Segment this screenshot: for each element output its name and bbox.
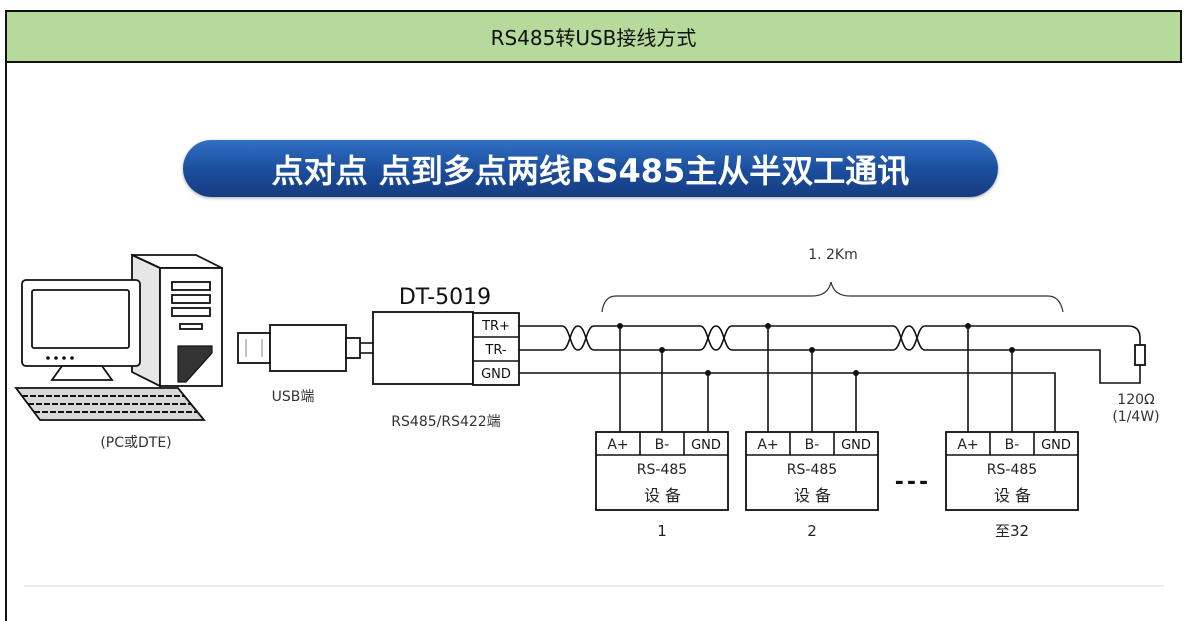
resistor-icon xyxy=(1134,344,1146,366)
device-2-terminal-b-minus: B- xyxy=(805,437,820,453)
device-3-terminal-a-plus: A+ xyxy=(957,437,978,453)
converter-model: DT-5019 xyxy=(399,285,491,310)
usb-port-label: USB端 xyxy=(272,389,315,405)
terminator-value: 120Ω xyxy=(1117,392,1155,408)
banner-text: 点对点 点到多点两线RS485主从半双工通讯 xyxy=(271,151,910,190)
device-1-terminal-gnd: GND xyxy=(691,438,721,453)
device-drop-lines xyxy=(619,326,1013,432)
device-1-terminal-b-minus: B- xyxy=(655,437,670,453)
gnd-bus xyxy=(519,372,1056,432)
tr-plus-bus xyxy=(519,325,1141,345)
device-1-name: 设备 xyxy=(644,486,686,505)
device-1-index: 1 xyxy=(657,522,667,540)
converter-terminal-tr-plus: TR+ xyxy=(481,319,510,334)
tr-minus-bus xyxy=(519,349,1141,384)
device-2-index: 2 xyxy=(807,522,817,540)
device-2-name: 设备 xyxy=(794,486,836,505)
usb-plug-icon xyxy=(237,324,373,372)
cable-length-label: 1. 2Km xyxy=(808,247,858,263)
more-devices-ellipsis: --- xyxy=(895,470,931,495)
converter-terminal-gnd: GND xyxy=(481,367,511,382)
device-2-type: RS-485 xyxy=(787,462,837,478)
terminator-rating: (1/4W) xyxy=(1112,409,1159,425)
device-3-terminal-gnd: GND xyxy=(1041,438,1071,453)
twisted-pair-markers xyxy=(561,325,926,351)
converter-terminal-tr-minus: TR- xyxy=(484,343,506,358)
page-title: RS485转USB接线方式 xyxy=(490,26,697,50)
device-3-index: 至32 xyxy=(995,522,1029,540)
title-bar: RS485转USB接线方式 xyxy=(5,10,1182,63)
converter-dt5019: TR+ TR- GND xyxy=(372,311,520,386)
junction-dots xyxy=(617,323,1015,376)
topology-banner: 点对点 点到多点两线RS485主从半双工通讯 xyxy=(183,140,998,197)
rs485-device-2: A+ B- GND RS-485 设备 xyxy=(745,431,879,511)
device-3-terminal-b-minus: B- xyxy=(1005,437,1020,453)
converter-terminal-block xyxy=(472,312,520,386)
device-2-terminal-gnd: GND xyxy=(841,438,871,453)
rs485-device-32: A+ B- GND RS-485 设备 xyxy=(945,431,1079,511)
device-3-name: 设备 xyxy=(994,486,1036,505)
desktop-computer-icon xyxy=(14,253,223,421)
device-2-terminal-a-plus: A+ xyxy=(757,437,778,453)
converter-body xyxy=(372,311,474,385)
device-1-type: RS-485 xyxy=(637,462,687,478)
pc-label: (PC或DTE) xyxy=(100,435,171,451)
device-1-terminal-a-plus: A+ xyxy=(607,437,628,453)
converter-port-label: RS485/RS422端 xyxy=(391,414,500,430)
cable-length-brace xyxy=(601,281,1064,313)
device-3-type: RS-485 xyxy=(987,462,1037,478)
rs485-device-1: A+ B- GND RS-485 设备 xyxy=(595,431,729,511)
